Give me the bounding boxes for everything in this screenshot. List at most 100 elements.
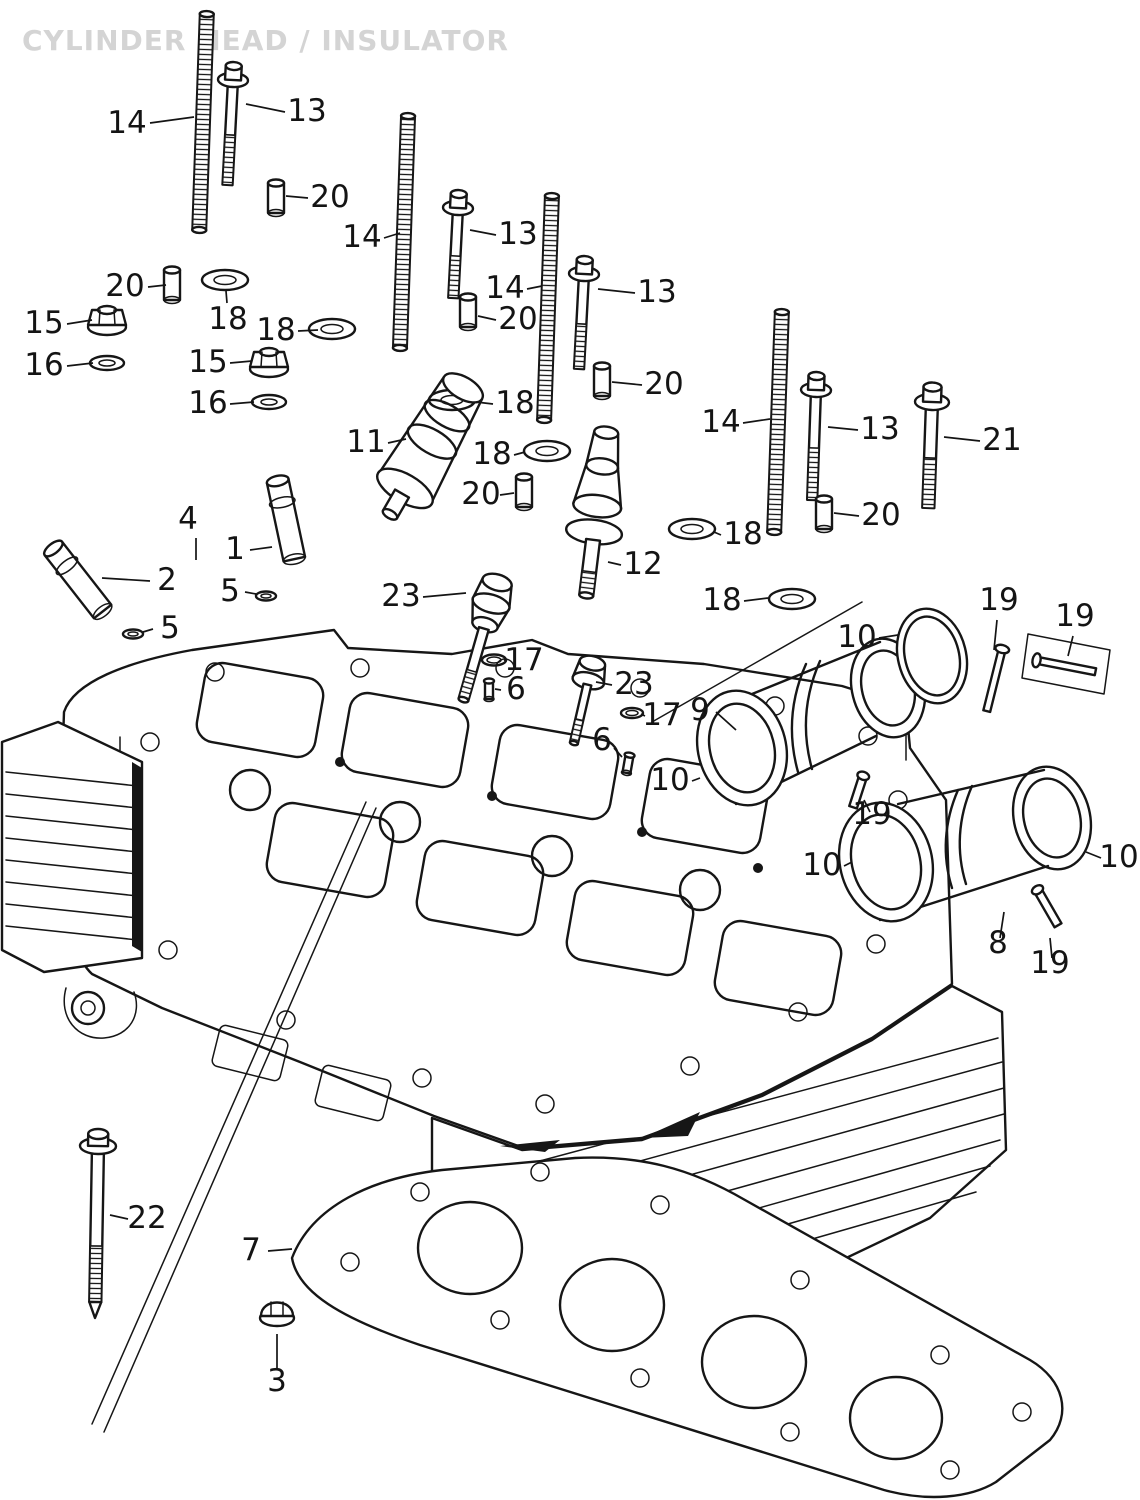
part-number-20-15: 20 (644, 366, 683, 402)
valve-23-b (568, 654, 607, 747)
sealing-washer-18-e (667, 517, 717, 541)
callout-leader-17-40 (640, 713, 646, 717)
insulator-band-10 (895, 607, 969, 705)
callout-leader-20-5 (147, 284, 167, 288)
part-number-18-6: 18 (208, 301, 247, 337)
part-number-23-30: 23 (381, 578, 420, 614)
part-number-20-23: 20 (861, 497, 900, 533)
callout-leader-20-13 (477, 315, 497, 321)
callout-leader-16-14 (229, 401, 255, 405)
part-number-18-32: 18 (702, 582, 741, 618)
part-number-13-12: 13 (637, 274, 676, 310)
part-number-9-39: 9 (690, 692, 710, 728)
part-number-17-40: 17 (642, 697, 681, 733)
part-number-14-3: 14 (342, 219, 381, 255)
callout-leader-5-29 (244, 591, 257, 595)
callout-leader-19-47 (1049, 937, 1053, 959)
callout-leader-10-45 (1085, 851, 1102, 859)
flange-bolt-13-c (567, 254, 601, 371)
sealing-washer-18-b (307, 317, 357, 341)
intake-insulator-8 (837, 765, 1093, 929)
construction-lines (91, 601, 863, 1433)
part-number-18-18: 18 (472, 436, 511, 472)
part-number-20-22: 20 (461, 476, 500, 512)
callout-leader-20-15 (611, 381, 643, 386)
o-ring-5-b (121, 628, 145, 640)
collar-20-d (592, 361, 612, 401)
valve-23-a (457, 572, 513, 704)
callout-leader-18-32 (743, 597, 769, 602)
part-number-18-8: 18 (256, 312, 295, 348)
callout-leader-10-33 (878, 634, 899, 639)
callout-leader-13-20 (827, 426, 859, 431)
callout-leader-13-12 (597, 288, 636, 294)
washer-16-b (250, 393, 288, 411)
insulator-screw-19-c (848, 770, 871, 810)
callout-leader-14-19 (742, 418, 771, 424)
part-number-12-28: 12 (623, 546, 662, 582)
callout-leader-15-7 (66, 319, 93, 325)
part-number-5-31: 5 (160, 610, 180, 646)
stud-6-a (482, 677, 496, 703)
part-number-10-42: 10 (650, 762, 689, 798)
part-number-13-20: 13 (860, 411, 899, 447)
sealing-washer-18-f (767, 587, 817, 611)
callout-leader-13-4 (469, 229, 497, 236)
part-number-8-46: 8 (988, 925, 1008, 961)
part-number-1-26: 1 (225, 531, 245, 567)
callout-leader-18-24 (713, 531, 722, 536)
flange-bolt-13-d (799, 370, 833, 502)
callout-leader-14-0 (149, 116, 195, 124)
callout-leader-22-48 (109, 1214, 129, 1220)
cap-nut-3 (258, 1301, 296, 1328)
callout-leader-6-37 (494, 688, 502, 691)
part-number-19-43: 19 (852, 796, 891, 832)
page-title: CYLINDER HEAD / INSULATOR (22, 24, 509, 57)
sealing-washer-18-d (522, 439, 572, 463)
flange-bolt-13-a (216, 60, 250, 187)
part-number-17-36: 17 (504, 642, 543, 678)
callout-leader-5-31 (142, 628, 154, 633)
valve-guide-2 (42, 539, 113, 621)
callout-leader-18-6 (225, 290, 228, 304)
flange-bolt-13-b (441, 188, 475, 300)
part-number-20-13: 20 (498, 301, 537, 337)
o-ring-5-a (254, 590, 278, 602)
callout-leader-17-36 (503, 659, 508, 662)
callout-leader-14-11 (526, 285, 543, 290)
callout-leader-14-3 (383, 232, 401, 239)
part-number-5-29: 5 (220, 573, 240, 609)
callout-leader-1-26 (249, 546, 273, 551)
part-number-16-14: 16 (188, 385, 227, 421)
callout-leader-21-21 (943, 436, 981, 442)
valve-assembly-12 (565, 425, 624, 600)
callout-leader-8-46 (999, 911, 1005, 939)
part-number-6-37: 6 (506, 671, 526, 707)
part-number-6-41: 6 (592, 722, 612, 758)
callout-leader-19-34 (993, 619, 998, 651)
valve-assembly-11 (376, 372, 485, 521)
part-number-19-34: 19 (979, 582, 1018, 618)
part-number-13-4: 13 (498, 216, 537, 252)
part-number-18-24: 18 (723, 516, 762, 552)
insulator-screw-19-d (1030, 884, 1063, 929)
part-number-14-11: 14 (485, 270, 524, 306)
callout-leader-9-39 (715, 711, 737, 731)
callout-leader-15-10 (229, 360, 253, 364)
callout-leader-12-28 (607, 561, 622, 566)
part-number-7-49: 7 (241, 1232, 261, 1268)
callout-leader-20-2 (285, 195, 309, 199)
part-number-15-7: 15 (24, 305, 63, 341)
part-number-19-47: 19 (1030, 945, 1069, 981)
flange-nut-15-a (86, 304, 128, 337)
callout-leader-19-43 (863, 799, 871, 813)
callout-leader-18-8 (297, 329, 319, 332)
part-number-4-25: 4 (178, 501, 198, 537)
sealing-washer-18-a (200, 268, 250, 292)
part-number-10-33: 10 (837, 619, 876, 655)
collar-20-b (162, 265, 182, 305)
callout-leader-7-49 (267, 1248, 293, 1252)
